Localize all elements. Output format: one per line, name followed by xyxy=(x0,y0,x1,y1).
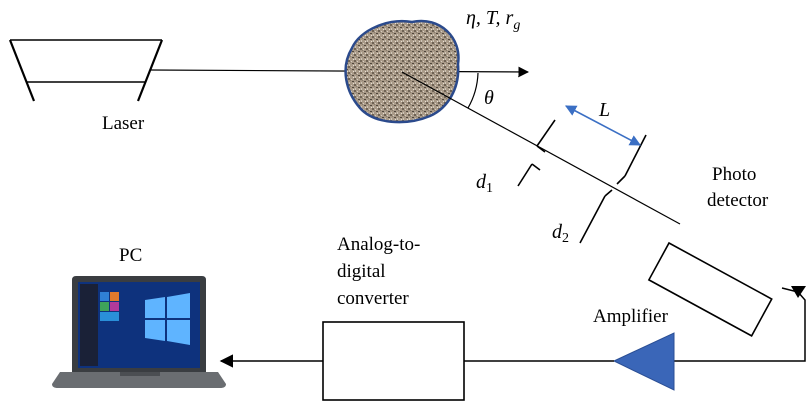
detector-output-arrowhead xyxy=(791,286,806,298)
photo-detector-icon xyxy=(647,241,773,337)
laptop-icon xyxy=(52,276,226,388)
laser-icon xyxy=(8,39,164,102)
adc-box xyxy=(322,321,465,401)
theta-label: θ xyxy=(484,87,494,109)
pc-label: PC xyxy=(119,245,142,266)
aperture-d2 xyxy=(579,134,647,244)
distance-arrow xyxy=(565,105,641,146)
adc-label-line2: digital xyxy=(337,261,386,282)
distance-label: L xyxy=(598,99,610,121)
scattering-angle-arc xyxy=(467,72,479,109)
laser-label: Laser xyxy=(102,113,145,134)
photo-detector-label-line1: Photo xyxy=(712,164,756,185)
aperture-d1 xyxy=(517,119,556,187)
particle-sample-icon xyxy=(344,19,460,124)
adc-label-line3: converter xyxy=(337,288,409,309)
triangle-icon xyxy=(612,332,675,391)
aperture-d2-label: d2 xyxy=(552,221,569,246)
detector-signal-wire xyxy=(673,287,806,362)
adc-label-line1: Analog-to- xyxy=(337,234,420,255)
laser-beam xyxy=(149,66,530,78)
aperture-d1-label: d1 xyxy=(476,171,493,196)
amplifier-label: Amplifier xyxy=(593,306,669,327)
scattered-beam xyxy=(401,71,681,225)
photo-detector-label-line2: detector xyxy=(707,190,769,211)
sample-parameters-label: η, T, rg xyxy=(466,7,520,33)
